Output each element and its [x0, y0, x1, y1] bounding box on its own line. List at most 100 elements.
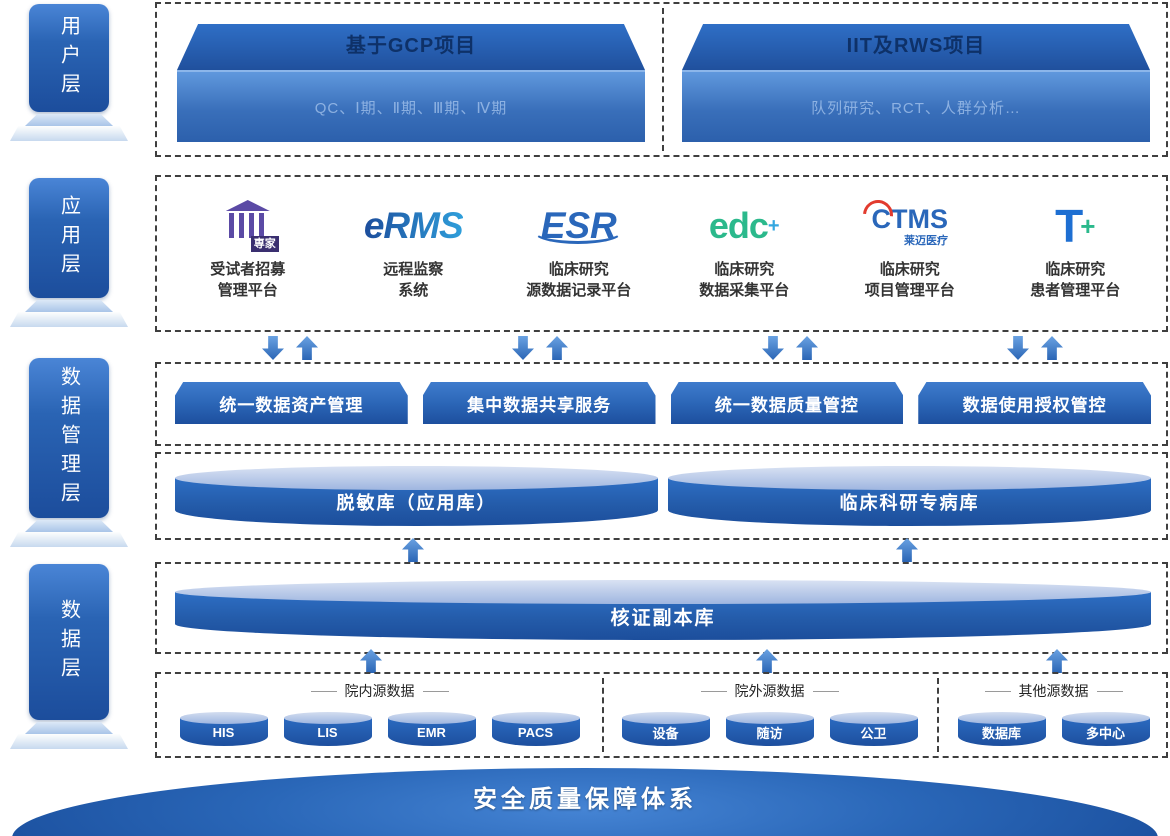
cylinder-top [175, 466, 658, 490]
up-arrow-icon [360, 649, 382, 673]
up-arrow-icon [296, 336, 318, 360]
title-line-icon [984, 690, 1011, 692]
source-cylinder-row: 数据库 多中心 [947, 712, 1160, 746]
platform-title: IIT及RWS项目 [846, 35, 986, 57]
platform-front-face: QC、Ⅰ期、Ⅱ期、Ⅲ期、Ⅳ期 [177, 70, 645, 142]
platform-front-face: 队列研究、RCT、人群分析… [682, 70, 1150, 142]
gcp-project-platform: 基于GCP项目 QC、Ⅰ期、Ⅱ期、Ⅲ期、Ⅳ期 [177, 24, 645, 142]
user-layer-section: 基于GCP项目 QC、Ⅰ期、Ⅱ期、Ⅲ期、Ⅳ期 IIT及RWS项目 队列研究、RC… [155, 2, 1168, 157]
pedestal-icon [10, 126, 128, 141]
app-erms: eRMS 远程监察 系统 [331, 193, 497, 301]
service-banner: 数据使用授权管控 [918, 382, 1151, 424]
clinical-research-db-cylinder: 临床科研专病库 [668, 466, 1151, 526]
layer-tab-user: 用户层 [10, 4, 128, 141]
title-line-icon [700, 690, 727, 692]
app-name-line1: 临床研究 [1045, 261, 1106, 278]
app-name-line1: 临床研究 [714, 261, 775, 278]
pedestal-icon [25, 300, 113, 312]
layer-tab-data: 数据层 [10, 564, 128, 749]
layer-label-data: 数据层 [29, 564, 109, 720]
service-banner: 集中数据共享服务 [422, 382, 656, 424]
up-arrow-icon [796, 336, 818, 360]
app-edc: edc+ 临床研究 数据采集平台 [662, 193, 828, 301]
recruit-logo-text: 専家 [250, 235, 279, 252]
edc-plus-icon: + [767, 214, 780, 237]
down-arrow-icon [762, 336, 784, 360]
layer-tab-data-mgmt: 数据管理层 [10, 358, 128, 547]
database-row: 脱敏库（应用库） 临床科研专病库 [175, 466, 1151, 526]
core-db-cylinder: 核证副本库 [175, 580, 1151, 640]
pedestal-icon [25, 722, 113, 734]
pedestal-icon [10, 312, 128, 327]
source-db-label: PACS [517, 724, 554, 740]
source-db-cylinder: HIS [179, 712, 268, 746]
app-tplus: T+ 临床研究 患者管理平台 [993, 193, 1159, 301]
database-label: 脱敏库（应用库） [336, 493, 497, 513]
source-db-cylinder: 设备 [621, 712, 710, 746]
platform-title: 基于GCP项目 [345, 35, 477, 57]
group-title: 院内源数据 [167, 681, 592, 701]
data-exchange-arrows [762, 336, 818, 360]
layer-tab-app: 应用层 [10, 178, 128, 327]
erms-logo-icon: eRMS [363, 205, 464, 246]
down-arrow-icon [1007, 336, 1029, 360]
section-divider [662, 8, 664, 151]
app-name-line2: 系统 [398, 282, 429, 299]
section-divider [937, 678, 939, 752]
source-db-cylinder: LIS [283, 712, 372, 746]
source-db-label: LIS [317, 724, 338, 740]
source-db-cylinder: EMR [387, 712, 476, 746]
core-db-section: 核证副本库 [155, 562, 1168, 654]
layer-label-app: 应用层 [29, 178, 109, 298]
platform-top-face: IIT及RWS项目 [682, 24, 1150, 70]
platform-top-face: 基于GCP项目 [177, 24, 645, 70]
platform-subtitle: 队列研究、RCT、人群分析… [811, 99, 1021, 117]
title-line-icon [310, 690, 337, 692]
source-db-cylinder: 随访 [725, 712, 814, 746]
source-cylinder-row: HIS LIS EMR PACS [167, 712, 592, 746]
pedestal-icon [25, 114, 113, 126]
data-exchange-arrows [262, 336, 318, 360]
group-title-text: 其他源数据 [1018, 683, 1089, 699]
app-name-line2: 项目管理平台 [864, 282, 955, 299]
app-subject-recruit: 専家 受试者招募 管理平台 [165, 193, 331, 301]
edc-logo-icon: edc+ [708, 205, 780, 246]
source-db-label: EMR [417, 724, 446, 740]
up-arrow-icon [1046, 649, 1068, 673]
app-name-line2: 数据采集平台 [699, 282, 790, 299]
title-line-icon [422, 690, 449, 692]
source-db-cylinder: PACS [491, 712, 580, 746]
data-mgmt-databases-section: 脱敏库（应用库） 临床科研专病库 [155, 452, 1168, 540]
data-exchange-arrows [1007, 336, 1063, 360]
ctms-logo-icon: CTMS 莱迈医疗 [827, 193, 993, 259]
group-title: 其他源数据 [947, 681, 1160, 701]
other-source-group: 其他源数据 数据库 多中心 [947, 681, 1160, 746]
source-db-label: HIS [212, 724, 235, 740]
source-db-cylinder: 多中心 [1061, 712, 1150, 746]
app-ctms: CTMS 莱迈医疗 临床研究 项目管理平台 [827, 193, 993, 301]
service-banner-row: 统一数据资产管理 集中数据共享服务 统一数据质量管控 数据使用授权管控 [175, 382, 1151, 424]
ctms-subtext: 莱迈医疗 [904, 235, 948, 247]
source-cylinder-row: 设备 随访 公卫 [612, 712, 927, 746]
group-title: 院外源数据 [612, 681, 927, 701]
up-arrow-icon [402, 538, 424, 562]
database-label: 临床科研专病库 [839, 493, 980, 513]
tplus-plus-icon: + [1080, 210, 1096, 241]
source-db-label: 数据库 [981, 725, 1021, 741]
app-name-line1: 临床研究 [879, 261, 940, 278]
app-esr: ESR 临床研究 源数据记录平台 [496, 193, 662, 301]
source-data-section: 院内源数据 HIS LIS EMR PACS [155, 672, 1168, 758]
section-divider [602, 678, 604, 752]
roof-icon [225, 200, 270, 211]
down-arrow-icon [512, 336, 534, 360]
source-db-label: 多中心 [1085, 725, 1125, 741]
app-name-line2: 患者管理平台 [1030, 282, 1121, 299]
group-title-text: 院内源数据 [344, 683, 415, 699]
up-arrow-icon [546, 336, 568, 360]
in-hospital-source-group: 院内源数据 HIS LIS EMR PACS [167, 681, 592, 746]
cylinder-top [175, 580, 1151, 604]
source-db-cylinder: 公卫 [829, 712, 918, 746]
source-db-label: 随访 [756, 725, 783, 741]
source-db-cylinder: 数据库 [957, 712, 1046, 746]
